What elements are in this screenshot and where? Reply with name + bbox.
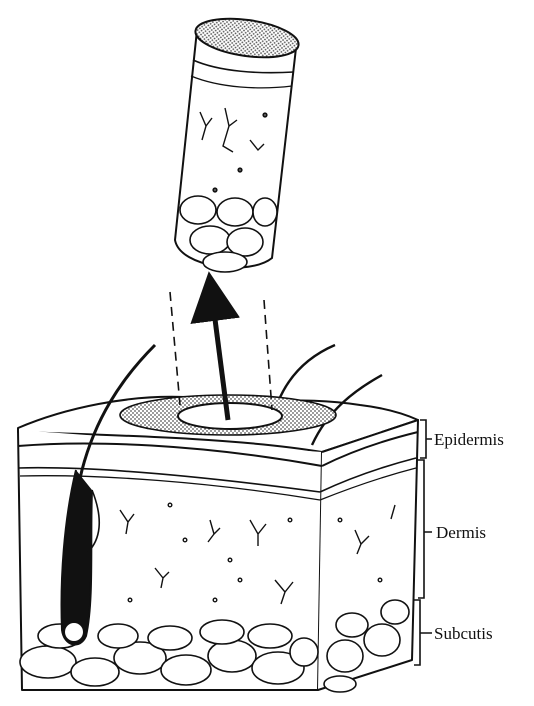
subcutis-label: Subcutis bbox=[434, 624, 493, 643]
epidermis-bracket bbox=[420, 420, 432, 458]
subcutis-bracket bbox=[414, 600, 432, 665]
epidermis-label: Epidermis bbox=[434, 430, 504, 449]
dermis-label: Dermis bbox=[436, 523, 486, 542]
dermis-bracket bbox=[418, 460, 432, 598]
